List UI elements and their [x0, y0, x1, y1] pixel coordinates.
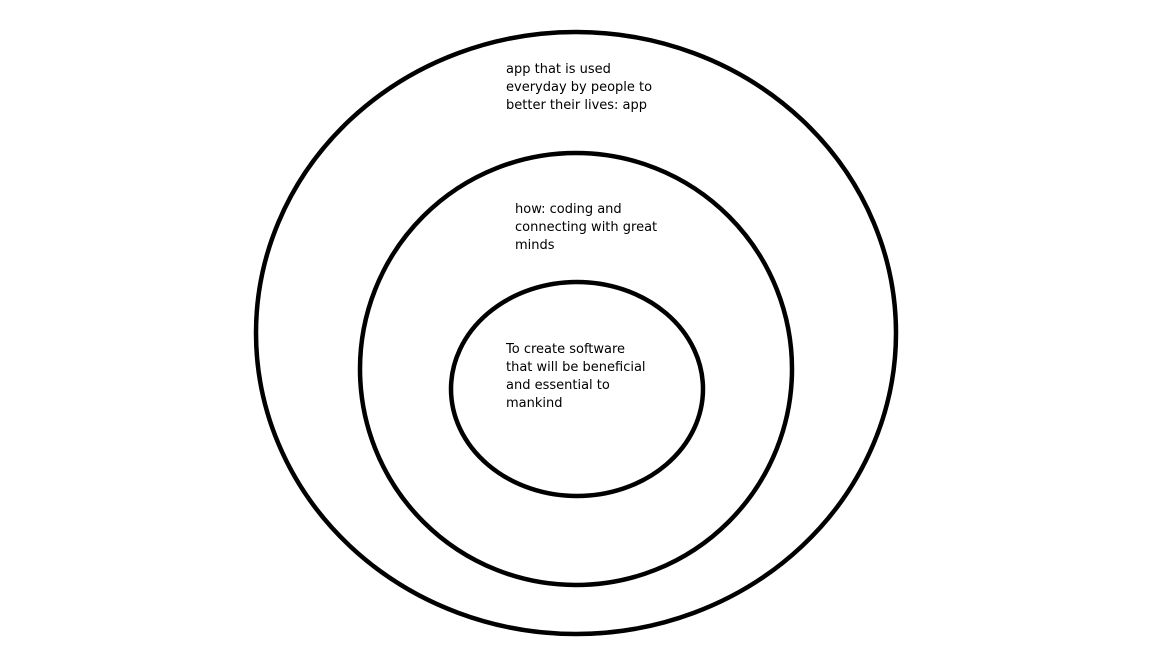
inner-label-line: and essential to — [506, 378, 610, 393]
outer-label-line: app that is used — [506, 62, 611, 77]
outer-label-line: better their lives: app — [506, 98, 648, 113]
inner-label-line: that will be beneficial — [506, 360, 646, 375]
outer-circle-label: app that is used everyday by people to b… — [506, 61, 652, 115]
middle-circle — [357, 150, 795, 588]
inner-circle-label: To create software that will be benefici… — [506, 341, 646, 413]
middle-label-line: minds — [515, 238, 555, 253]
inner-circle — [448, 279, 706, 499]
middle-circle-label: how: coding and connecting with great mi… — [515, 201, 657, 255]
inner-label-line: To create software — [506, 342, 626, 357]
middle-label-line: connecting with great — [515, 220, 658, 235]
outer-circle — [253, 29, 899, 637]
inner-label-line: mankind — [506, 396, 563, 411]
middle-label-line: how: coding and — [515, 202, 622, 217]
outer-label-line: everyday by people to — [506, 80, 653, 95]
